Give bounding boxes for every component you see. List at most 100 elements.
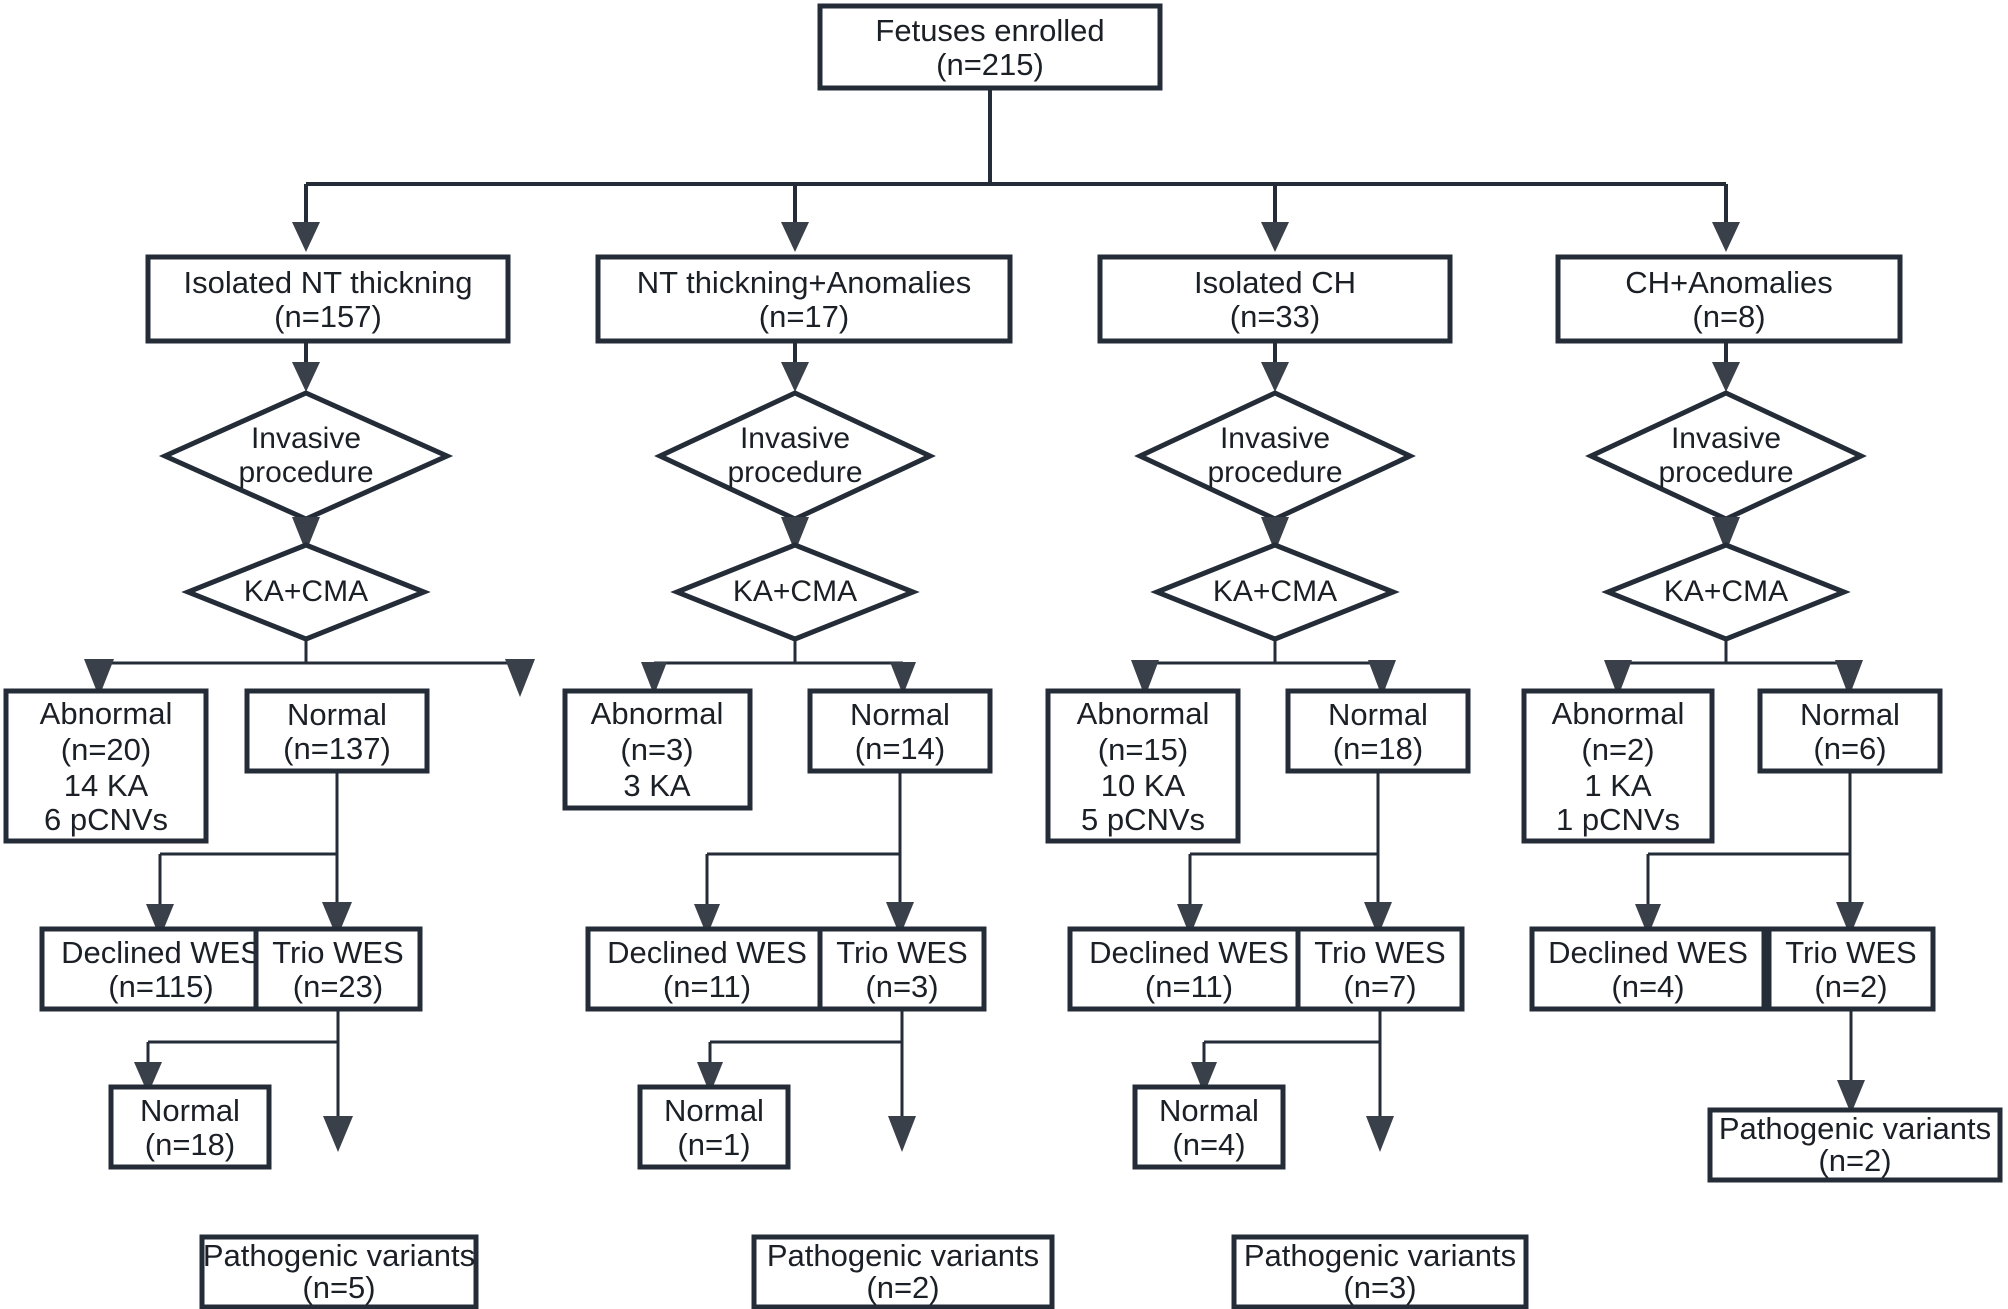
trio-wes-line2: (n=2)	[1814, 969, 1887, 1004]
arrow-down-icon-abnormal	[1604, 660, 1632, 697]
abnormal-line3: 10 KA	[1101, 768, 1186, 803]
abnormal-line4: 1 pCNVs	[1556, 802, 1680, 837]
arrow-down-icon-abnormal	[1131, 660, 1159, 697]
trio-wes-line2: (n=7)	[1343, 969, 1416, 1004]
diamond-kacma-label: KA+CMA	[1664, 575, 1788, 608]
trio-wes-line2: (n=23)	[293, 969, 383, 1004]
diamond-invasive-line1: Invasive	[251, 422, 361, 455]
arrow-down-icon-d2	[781, 517, 809, 552]
wes-normal-line1: Normal	[1159, 1093, 1259, 1128]
arrow-down-icon-declined	[1177, 904, 1203, 936]
arrow-down-icon-trio	[1364, 902, 1392, 936]
declined-wes-line2: (n=11)	[1145, 969, 1233, 1004]
abnormal-line3: 3 KA	[623, 768, 691, 803]
category-title: Isolated CH	[1194, 265, 1356, 300]
trio-wes-line1: Trio WES	[272, 935, 403, 970]
arrow-down-icon-normal	[505, 659, 535, 697]
pathogenic-line1: Pathogenic variants	[767, 1238, 1039, 1273]
arrow-down-icon-root-4	[1712, 222, 1740, 252]
group-ch-anomalies: CH+Anomalies (n=8) Invasive procedure KA…	[1521, 254, 2003, 1183]
normal-line2: (n=18)	[1333, 731, 1423, 766]
trio-wes-line2: (n=3)	[865, 969, 938, 1004]
diamond-kacma-label: KA+CMA	[1213, 575, 1337, 608]
arrow-down-icon-wes-normal	[1191, 1062, 1217, 1094]
pathogenic-box	[199, 1234, 479, 1309]
diamond-invasive-line2: procedure	[727, 456, 862, 489]
declined-wes-line2: (n=115)	[108, 969, 213, 1004]
diamond-invasive-line1: Invasive	[1220, 422, 1330, 455]
wes-normal-box	[637, 1084, 791, 1170]
group-nt-anomalies: NT thickning+Anomalies (n=17) Invasive p…	[562, 254, 1055, 1309]
declined-wes-box	[39, 926, 283, 1012]
edge-root-distributor	[292, 88, 1740, 252]
abnormal-box	[562, 688, 753, 811]
arrow-down-icon-d2	[1712, 517, 1740, 552]
node-root: Fetuses enrolled (n=215)	[817, 3, 1163, 91]
category-box	[145, 254, 511, 344]
arrow-down-icon-declined	[146, 904, 174, 938]
trio-wes-line1: Trio WES	[1314, 935, 1445, 970]
normal-line1: Normal	[287, 697, 387, 732]
arrow-down-icon-declined	[1635, 904, 1661, 936]
arrow-down-icon-normal	[890, 662, 916, 695]
arrow-down-icon-d1	[292, 362, 320, 392]
diamond-kacma-label: KA+CMA	[244, 575, 368, 608]
arrow-down-icon-root-3	[1261, 222, 1289, 252]
arrow-down-icon-root-1	[292, 222, 320, 252]
abnormal-box	[1521, 688, 1715, 844]
arrow-down-icon-trio	[322, 902, 352, 938]
category-title: NT thickning+Anomalies	[637, 265, 972, 300]
trio-wes-line1: Trio WES	[1785, 935, 1916, 970]
arrow-down-icon-pathogenic	[888, 1116, 916, 1152]
diamond-invasive-line1: Invasive	[1671, 422, 1781, 455]
category-box	[1097, 254, 1453, 344]
arrow-down-icon-d1	[1712, 362, 1740, 392]
pathogenic-line2: (n=2)	[1818, 1143, 1891, 1178]
category-box	[595, 254, 1013, 344]
arrow-down-icon-pathogenic	[1366, 1116, 1394, 1152]
abnormal-line4: 6 pCNVs	[44, 802, 168, 837]
diamond-invasive-line2: procedure	[1658, 456, 1793, 489]
root-label-line1: Fetuses enrolled	[875, 13, 1104, 48]
normal-line2: (n=137)	[283, 731, 391, 766]
arrow-down-icon-d1	[781, 362, 809, 392]
wes-normal-box	[108, 1084, 272, 1170]
abnormal-line1: Abnormal	[591, 696, 724, 731]
pathogenic-line1: Pathogenic variants	[1244, 1238, 1516, 1273]
abnormal-line2: (n=20)	[61, 732, 151, 767]
arrow-down-icon-trio	[1836, 902, 1864, 936]
category-title: CH+Anomalies	[1625, 265, 1833, 300]
wes-normal-line2: (n=18)	[145, 1127, 235, 1162]
pathogenic-box	[751, 1234, 1055, 1309]
declined-wes-line2: (n=4)	[1611, 969, 1684, 1004]
pathogenic-line2: (n=3)	[1343, 1270, 1416, 1305]
arrow-down-icon-pathogenic	[1837, 1080, 1865, 1114]
declined-wes-line1: Declined WES	[61, 935, 261, 970]
normal-box	[1757, 688, 1943, 774]
trio-wes-box	[1766, 926, 1936, 1012]
pathogenic-line1: Pathogenic variants	[1719, 1111, 1991, 1146]
abnormal-line1: Abnormal	[1077, 696, 1210, 731]
abnormal-line4: 5 pCNVs	[1081, 802, 1205, 837]
category-count: (n=157)	[274, 299, 382, 334]
category-count: (n=33)	[1230, 299, 1320, 334]
diamond-kacma-label: KA+CMA	[733, 575, 857, 608]
normal-line1: Normal	[850, 697, 950, 732]
arrow-down-icon-abnormal	[641, 662, 667, 695]
trio-wes-box	[817, 926, 987, 1012]
category-title: Isolated NT thickning	[184, 265, 473, 300]
declined-wes-box	[1529, 926, 1767, 1012]
arrow-down-icon-d1	[1261, 362, 1289, 392]
wes-normal-line1: Normal	[140, 1093, 240, 1128]
pathogenic-box	[1707, 1107, 2003, 1183]
declined-wes-box	[585, 926, 829, 1012]
root-box	[817, 3, 1163, 91]
pathogenic-line2: (n=5)	[302, 1270, 375, 1305]
arrow-down-icon-abnormal	[84, 659, 114, 697]
arrow-down-icon-pathogenic	[323, 1116, 353, 1152]
declined-wes-line1: Declined WES	[1548, 935, 1748, 970]
pathogenic-line2: (n=2)	[866, 1270, 939, 1305]
trio-wes-box	[253, 926, 423, 1012]
